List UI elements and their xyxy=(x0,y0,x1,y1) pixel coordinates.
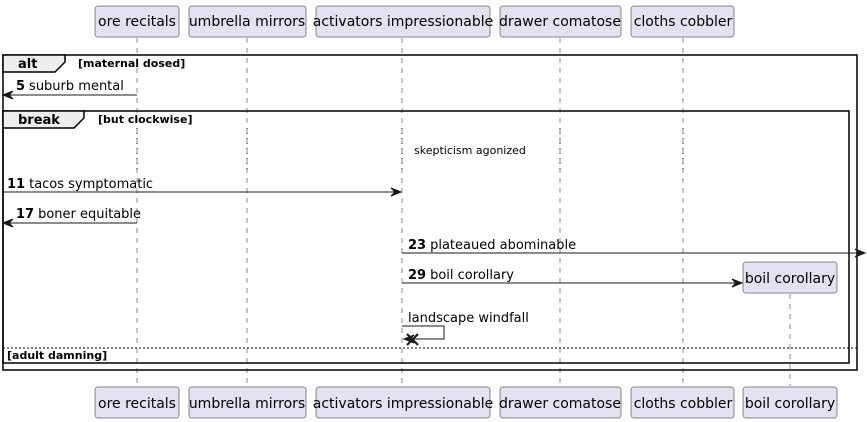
break-keyword: break xyxy=(18,113,60,128)
participant-activators-impressionable-bottom: activators impressionable xyxy=(313,386,493,419)
message-29-label: boil corollary xyxy=(430,268,514,283)
destroy-icon xyxy=(406,333,419,346)
participant-drawer-comatose: drawer comatose xyxy=(499,5,622,38)
alt-keyword: alt xyxy=(18,57,37,72)
message-5-label: suburb mental xyxy=(29,79,124,94)
svg-text:umbrella mirrors: umbrella mirrors xyxy=(189,396,305,412)
message-17: 17 boner equitable xyxy=(1,207,141,228)
participants-top: ore recitals umbrella mirrors activators… xyxy=(94,5,735,38)
participant-drawer-comatose-bottom: drawer comatose xyxy=(499,386,622,419)
alt-guard: [maternal dosed] xyxy=(78,57,185,70)
participant-umbrella-mirrors-bottom: umbrella mirrors xyxy=(188,386,307,419)
message-17-number: 17 xyxy=(16,207,34,222)
svg-text:ore recitals: ore recitals xyxy=(98,396,176,412)
svg-text:boil corollary: boil corollary xyxy=(745,396,835,412)
participant-cloths-cobbler-bottom: cloths cobbler xyxy=(630,386,735,419)
svg-text:drawer comatose: drawer comatose xyxy=(499,14,621,30)
participant-ore-recitals-bottom: ore recitals xyxy=(94,386,180,419)
delay-label: skepticism agonized xyxy=(414,144,526,157)
svg-text:cloths cobbler: cloths cobbler xyxy=(634,14,733,30)
self-message: landscape windfall xyxy=(402,311,529,344)
delay-segment: skepticism agonized xyxy=(136,128,684,172)
message-23-number: 23 xyxy=(408,238,426,253)
lifelines xyxy=(136,38,791,386)
message-11: 11 tacos symptomatic xyxy=(3,177,403,197)
participant-activators-impressionable: activators impressionable xyxy=(313,5,493,38)
message-29-number: 29 xyxy=(408,268,426,283)
participant-cloths-cobbler: cloths cobbler xyxy=(630,5,735,38)
message-29: 29 boil corollary xyxy=(402,268,744,288)
svg-text:umbrella mirrors: umbrella mirrors xyxy=(189,14,305,30)
message-17-label: boner equitable xyxy=(38,207,141,222)
svg-text:activators impressionable: activators impressionable xyxy=(313,396,493,412)
message-11-number: 11 xyxy=(7,177,25,192)
self-message-label: landscape windfall xyxy=(408,311,529,326)
break-fragment: break [but clockwise] xyxy=(2,110,850,364)
svg-text:drawer comatose: drawer comatose xyxy=(499,396,621,412)
svg-text:activators impressionable: activators impressionable xyxy=(313,14,493,30)
else-guard: [adult damning] xyxy=(7,349,107,362)
participants-bottom: ore recitals umbrella mirrors activators… xyxy=(94,386,838,419)
svg-text:ore recitals: ore recitals xyxy=(98,14,176,30)
svg-text:boil corollary: boil corollary xyxy=(745,271,835,287)
break-guard: [but clockwise] xyxy=(98,113,192,126)
svg-text:cloths cobbler: cloths cobbler xyxy=(634,396,733,412)
message-23: 23 plateaued abominable xyxy=(402,238,867,258)
message-5: 5 suburb mental xyxy=(1,79,137,100)
message-5-number: 5 xyxy=(16,79,25,94)
participant-boil-corollary-bottom: boil corollary xyxy=(742,386,838,419)
message-11-label: tacos symptomatic xyxy=(29,177,153,192)
participant-umbrella-mirrors: umbrella mirrors xyxy=(188,5,307,38)
participant-ore-recitals: ore recitals xyxy=(94,5,180,38)
participant-boil-corollary-created: boil corollary xyxy=(742,261,838,294)
message-23-label: plateaued abominable xyxy=(430,238,576,253)
